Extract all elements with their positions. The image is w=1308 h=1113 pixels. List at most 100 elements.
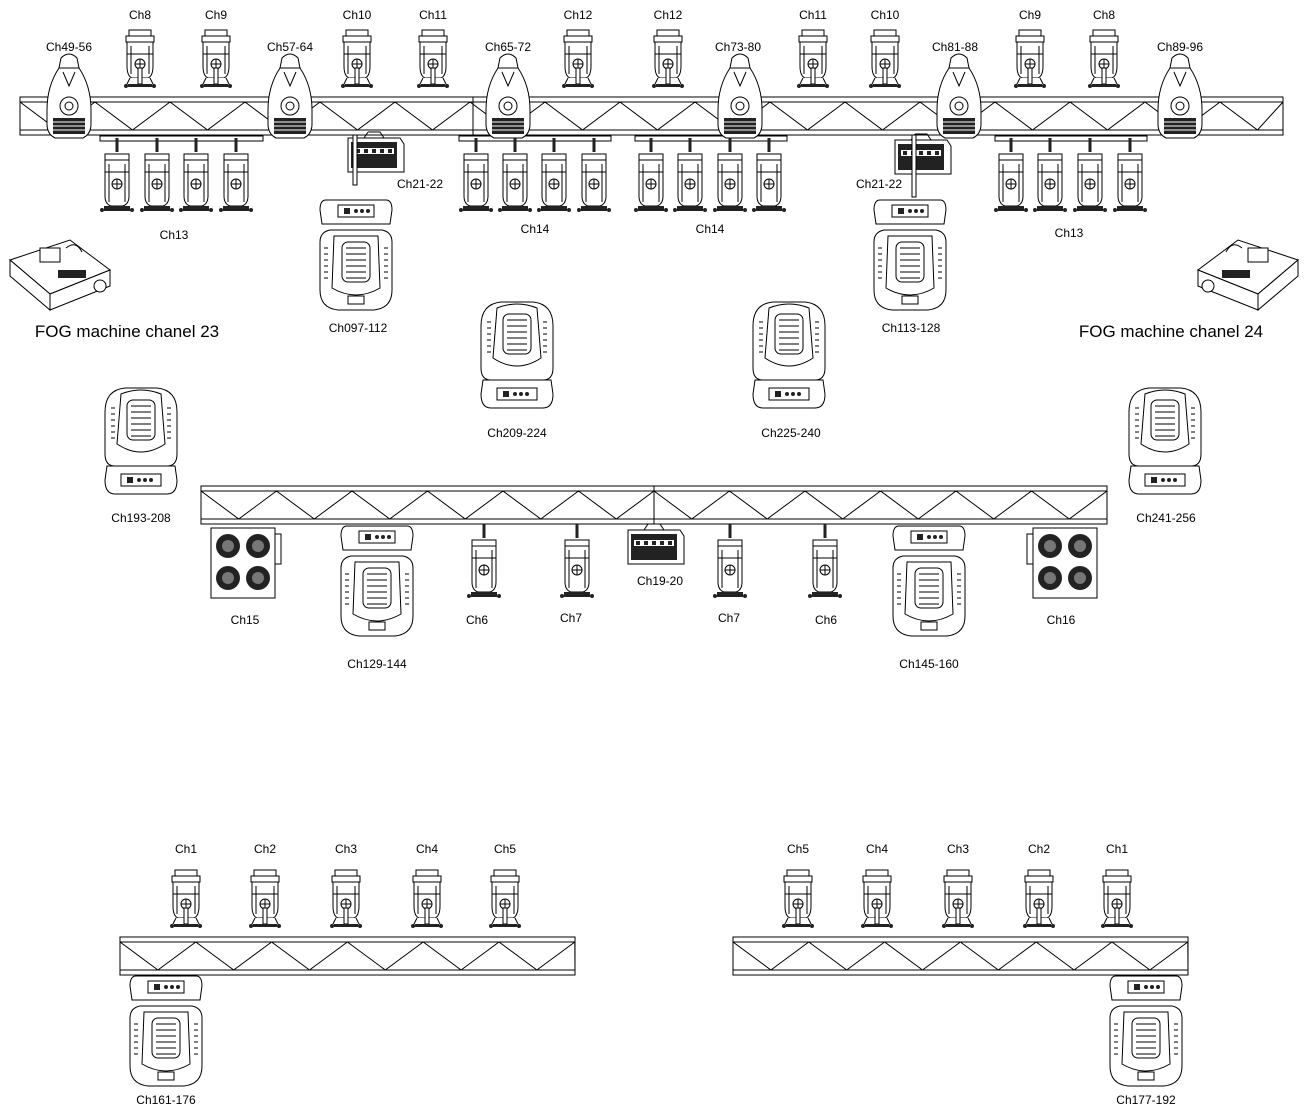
label: Ch57-64: [267, 40, 313, 54]
label: Ch1: [1106, 842, 1128, 856]
label: Ch097-112: [329, 321, 388, 335]
par-can: [1087, 29, 1121, 89]
par-can: [410, 869, 444, 929]
par-can: [993, 137, 1029, 213]
label: Ch12: [654, 8, 683, 22]
par-can: [178, 137, 214, 213]
label: Ch5: [494, 842, 516, 856]
top-truss: [19, 96, 1284, 136]
moving-head: [892, 525, 966, 637]
par-can: [1112, 137, 1148, 213]
strobe-light: [894, 133, 952, 175]
label: Ch8: [129, 8, 151, 22]
par-can: [781, 869, 815, 929]
bottom-par-cans: [169, 869, 1134, 929]
fog-machine: [9, 239, 111, 311]
label: Ch3: [335, 842, 357, 856]
top-sub-bars: [99, 135, 1148, 142]
par-can: [796, 29, 830, 89]
label: Ch14: [696, 222, 725, 236]
label: Ch21-22: [856, 177, 902, 191]
label: Ch10: [343, 8, 372, 22]
label: Ch8: [1093, 8, 1115, 22]
blinder-light: [1026, 527, 1098, 599]
label: Ch1: [175, 842, 197, 856]
par-can: [751, 137, 787, 213]
clamp-pipe: [352, 134, 358, 186]
par-can: [651, 29, 685, 89]
par-can: [712, 137, 748, 213]
par-can: [340, 29, 374, 89]
par-can: [99, 137, 135, 213]
label: FOG machine chanel 23: [35, 322, 219, 341]
label: Ch7: [718, 611, 740, 625]
channel-labels: Ch8 Ch9 Ch10 Ch11 Ch12 Ch12 Ch11 Ch10 Ch…: [35, 8, 1263, 1107]
label: Ch11: [799, 8, 827, 22]
par-can: [559, 523, 595, 599]
moving-head: [129, 975, 203, 1087]
label: Ch2: [1028, 842, 1050, 856]
label: Ch21-22: [397, 177, 443, 191]
label: Ch4: [416, 842, 438, 856]
label: Ch13: [160, 228, 189, 242]
moving-head: [873, 199, 947, 311]
par-can: [1100, 869, 1134, 929]
label: Ch225-240: [761, 426, 821, 440]
moving-head: [319, 199, 393, 311]
middle-truss: [200, 485, 1108, 525]
par-can: [1013, 29, 1047, 89]
moving-head: [752, 301, 826, 409]
par-can: [633, 137, 669, 213]
par-can: [807, 523, 843, 599]
par-can: [416, 29, 450, 89]
bottom-right-truss: [732, 936, 1189, 976]
par-can: [672, 137, 708, 213]
par-can: [458, 137, 494, 213]
par-can: [139, 137, 175, 213]
label: Ch209-224: [487, 426, 547, 440]
label: Ch13: [1055, 226, 1084, 240]
par-can: [218, 137, 254, 213]
top-hanging-pars: [99, 137, 1148, 213]
label: Ch65-72: [485, 40, 531, 54]
par-can: [868, 29, 902, 89]
label: Ch2: [254, 842, 276, 856]
label: FOG machine chanel 24: [1079, 322, 1263, 341]
label: Ch6: [466, 613, 488, 627]
par-can: [488, 869, 522, 929]
bottom-left-truss: [119, 936, 576, 976]
par-can: [466, 523, 502, 599]
label: Ch16: [1047, 613, 1076, 627]
label: Ch5: [787, 842, 809, 856]
label: Ch193-208: [111, 511, 171, 525]
blinder-light: [210, 527, 282, 599]
clamp-pipe: [911, 134, 917, 198]
label: Ch145-160: [899, 657, 959, 671]
moving-head: [1109, 975, 1183, 1087]
label: Ch129-144: [347, 657, 407, 671]
scanner: [485, 53, 531, 139]
fog-machine: [1197, 239, 1299, 311]
label: Ch177-192: [1116, 1093, 1176, 1107]
label: Ch49-56: [46, 40, 92, 54]
par-can: [169, 869, 203, 929]
moving-head: [340, 525, 414, 637]
par-can: [536, 137, 572, 213]
scanner: [46, 53, 92, 139]
par-can: [1022, 869, 1056, 929]
par-can: [497, 137, 533, 213]
par-can: [199, 29, 233, 89]
par-can: [561, 29, 595, 89]
par-can: [712, 523, 748, 599]
scanner: [936, 53, 982, 139]
scanner: [717, 53, 763, 139]
label: Ch9: [205, 8, 227, 22]
moving-head: [104, 387, 178, 495]
par-can: [576, 137, 612, 213]
label: Ch81-88: [932, 40, 978, 54]
label: Ch9: [1019, 8, 1041, 22]
label: Ch11: [419, 8, 447, 22]
label: Ch3: [947, 842, 969, 856]
label: Ch4: [866, 842, 888, 856]
label: Ch241-256: [1136, 511, 1196, 525]
